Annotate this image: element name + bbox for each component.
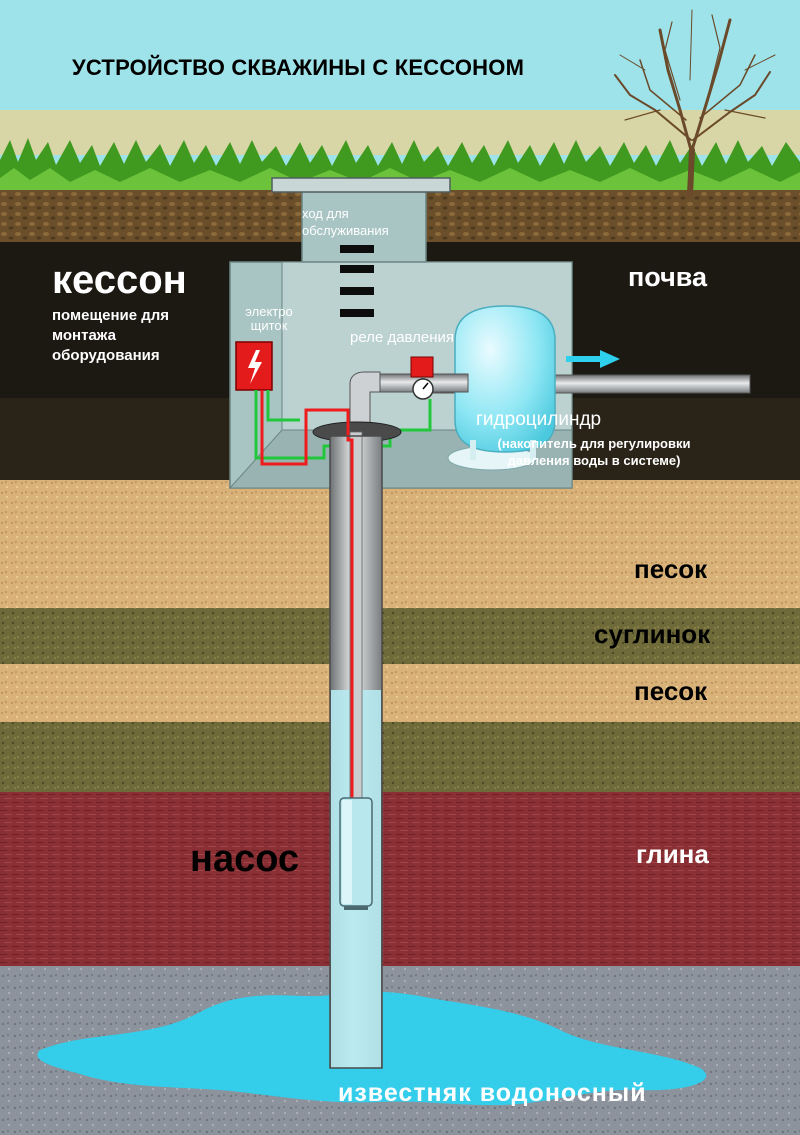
loam-label: суглинок (594, 619, 711, 649)
electric-panel-label: электро щиток (245, 304, 293, 333)
pressure-switch-label: реле давления (350, 329, 455, 346)
sand-layer-upper (0, 480, 800, 610)
hydro-tank-label: гидроцилиндр (476, 409, 602, 430)
sand-layer-lower (0, 664, 800, 724)
ground-cable-branch (266, 390, 300, 422)
hydro-tank (447, 305, 556, 471)
submersible-pump (339, 797, 373, 910)
ladder-rung (340, 287, 374, 295)
service-hatch-label: ход для обслуживания (302, 206, 389, 238)
clay-layer (0, 792, 800, 970)
hydro-tank-description: (накопитель для регулировки давления вод… (497, 436, 691, 468)
pressure-gauge-icon (412, 377, 434, 400)
flow-arrow-icon (566, 350, 620, 368)
hatch-lid (271, 177, 451, 193)
sand-lower-label: песок (634, 676, 708, 706)
lightning-icon (248, 350, 262, 384)
tank-leg (530, 440, 536, 460)
loam-layer-lower (0, 722, 800, 794)
tank-leg (470, 440, 476, 460)
pump-label: насос (190, 838, 300, 880)
limestone-label: известняк водоносный (338, 1079, 647, 1107)
pipe-elbow (349, 371, 381, 433)
pressure-switch (410, 356, 434, 378)
electric-panel (235, 341, 273, 391)
casing-outline (329, 435, 383, 1069)
tree (614, 9, 776, 198)
caisson-label: кессон (52, 258, 187, 302)
ladder-rung (340, 265, 374, 273)
ladder-rung (340, 309, 374, 317)
horizon-strip (0, 110, 800, 155)
soil-label: почва (628, 262, 708, 292)
clay-label: глина (636, 839, 709, 869)
power-cable (260, 390, 354, 800)
sand-upper-label: песок (634, 554, 708, 584)
diagram-title: УСТРОЙСТВО СКВАЖИНЫ С КЕССОНОМ (72, 55, 525, 80)
tank-body (454, 305, 556, 453)
ladder-rung (340, 245, 374, 253)
loam-layer (0, 608, 800, 666)
caisson-description: помещение для монтажа оборудования (52, 307, 170, 364)
